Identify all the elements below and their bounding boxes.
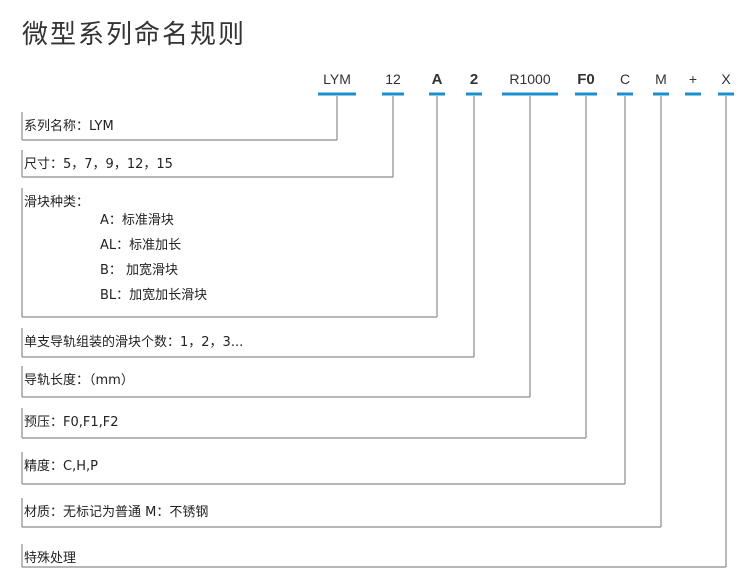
desc-label-0: 系列名称：LYM: [24, 118, 114, 134]
connector-lines: [21, 96, 727, 568]
descriptions: 系列名称：LYM 尺寸：5，7，9，12，15 滑块种类： A：标准滑块 AL：标准加长…: [24, 118, 243, 566]
code-part-4: R1000: [509, 71, 550, 87]
code-part-0: LYM: [323, 71, 351, 87]
model-code: LYM 12 A 2 R1000 F0 C M + X: [323, 71, 731, 88]
desc-label-7: 材质：无标记为普通 M：不锈钢: [24, 505, 208, 520]
code-part-9: X: [721, 71, 731, 87]
desc-sub-item-1: AL：标准加长: [100, 238, 181, 253]
code-part-6: C: [620, 71, 630, 87]
code-part-5: F0: [577, 71, 595, 88]
desc-label-2: 滑块种类：: [24, 195, 89, 210]
desc-sub-item-3: BL：加宽加长滑块: [100, 287, 207, 303]
desc-label-6: 精度：C,H,P: [24, 458, 98, 474]
desc-label-3: 单支导轨组装的滑块个数：1，2，3...: [24, 334, 243, 350]
code-part-7: M: [655, 71, 667, 87]
desc-sub-item-2: B： 加宽滑块: [100, 262, 178, 278]
page-title: 微型系列命名规则: [22, 20, 247, 50]
desc-label-4: 导轨长度：（mm）: [24, 372, 134, 388]
code-part-8: +: [689, 71, 697, 87]
desc-sub-item-0: A：标准滑块: [100, 213, 174, 228]
code-part-2: A: [432, 71, 443, 88]
code-part-1: 12: [385, 71, 401, 87]
desc-label-1: 尺寸：5，7，9，12，15: [24, 157, 173, 172]
desc-label-8: 特殊处理: [24, 551, 76, 566]
desc-label-5: 预压：F0,F1,F2: [24, 415, 119, 430]
code-part-3: 2: [470, 71, 478, 88]
